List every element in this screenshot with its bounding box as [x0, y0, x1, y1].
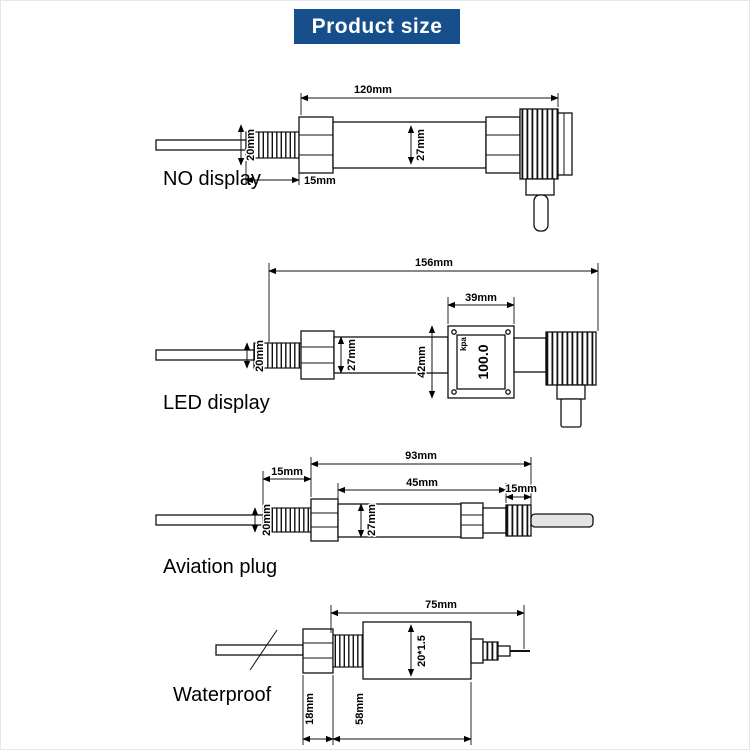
cable-tip [497, 645, 511, 657]
cable-gland [556, 384, 586, 400]
probe-shaft [155, 349, 255, 361]
connector-step [482, 507, 507, 534]
dim-total-length: 156mm [268, 256, 599, 342]
dim-label-thread-length: 15mm [304, 175, 336, 187]
dim-label-thread-spec: 20*1.5 [416, 635, 428, 667]
hex-nut [302, 628, 334, 674]
screw-icon [451, 389, 457, 395]
dim-thread-length: 15mm [245, 161, 338, 189]
thread-section [332, 634, 364, 668]
din-connector [519, 108, 559, 180]
dim-label-probe-diameter: 20mm [245, 129, 257, 161]
dim-label-probe-diameter: 20mm [254, 340, 266, 372]
sensor-body [332, 121, 487, 169]
dim-label-thread-length: 15mm [271, 466, 303, 478]
dim-body-length: 58mm [332, 682, 472, 745]
probe-shaft [215, 644, 304, 656]
dim-label-body-length: 45mm [406, 477, 438, 489]
dim-total-length: 120mm [300, 83, 559, 115]
dim-label-total: 93mm [405, 450, 437, 462]
dim-thread-spec: 20*1.5 [407, 624, 430, 677]
dim-label-body-diameter: 27mm [346, 339, 358, 371]
dim-display-width: 39mm [447, 291, 515, 324]
section-label-no-display: NO display [163, 168, 261, 190]
screw-icon [505, 329, 511, 335]
dim-probe-diameter: 20mm [237, 124, 259, 166]
dim-label-total: 75mm [425, 599, 457, 611]
lcd-unit: kpa [459, 337, 468, 351]
drawing-led-display: 100.0 kpa 156mm 39mm 20mm [155, 256, 599, 428]
section-label-waterproof: Waterproof [173, 684, 272, 706]
dim-total-length: 75mm [330, 598, 525, 649]
hex-collar [513, 337, 547, 373]
section-label-led-display: LED display [163, 392, 270, 414]
dim-body-diameter: 27mm [357, 502, 380, 538]
hex-collar [485, 116, 521, 174]
connector-plate [557, 112, 573, 176]
dim-label-plug-length: 15mm [505, 483, 537, 495]
cable-gland [525, 178, 555, 196]
dim-thread-length: 15mm [262, 465, 312, 506]
dim-label-total: 120mm [354, 84, 392, 96]
dim-label-hex-width: 18mm [304, 693, 316, 725]
probe-shaft [155, 139, 247, 151]
dim-label-probe-diameter: 20mm [261, 504, 273, 536]
connector-step [470, 638, 484, 664]
hex-nut [298, 116, 334, 174]
break-mark [249, 629, 278, 671]
page-title: Product size [311, 14, 443, 38]
drawing-aviation-plug: 93mm 15mm 45mm 15mm 20mm [155, 449, 594, 578]
header-banner: Product size [294, 9, 460, 44]
thread-section [245, 131, 300, 159]
dim-hex-width: 18mm [302, 675, 334, 745]
dim-label-total: 156mm [415, 257, 453, 269]
lcd-value: 100.0 [475, 344, 491, 379]
dim-display-height: 42mm [415, 325, 436, 399]
dim-probe-diameter: 20mm [251, 502, 275, 537]
cable-gland [482, 641, 499, 661]
dim-label-body-diameter: 27mm [366, 504, 378, 536]
probe-shaft [155, 514, 264, 526]
dim-plug-length: 15mm [504, 482, 539, 501]
screw-icon [505, 389, 511, 395]
lcd-screen [456, 334, 506, 390]
cable [533, 194, 549, 232]
dim-label-body-diameter: 27mm [415, 129, 427, 161]
cable-outlet [560, 398, 582, 428]
dim-body-length: 45mm [337, 476, 507, 503]
dim-body-diameter: 27mm [337, 336, 360, 374]
drawing-waterproof: 75mm 20*1.5 18mm 58mm Waterproof [173, 598, 530, 745]
dim-probe-diameter: 20mm [243, 338, 268, 373]
aviation-connector [505, 504, 532, 537]
connector-nut [460, 502, 484, 539]
section-label-aviation-plug: Aviation plug [163, 556, 277, 578]
hex-nut [310, 498, 339, 542]
dim-label-display-height: 42mm [416, 346, 428, 378]
screw-icon [451, 329, 457, 335]
hex-nut [300, 330, 335, 380]
display-window: 100.0 kpa [447, 325, 515, 399]
din-connector [545, 331, 597, 386]
drawing-no-display: 120mm 20mm 15mm 27mm NO display [155, 83, 573, 232]
dim-total-length: 93mm [310, 449, 532, 512]
cable [530, 513, 594, 528]
dim-body-diameter: 27mm [407, 125, 429, 165]
sensor-body [337, 503, 462, 538]
dim-label-body-length: 58mm [354, 693, 366, 725]
dim-label-display-width: 39mm [465, 292, 497, 304]
